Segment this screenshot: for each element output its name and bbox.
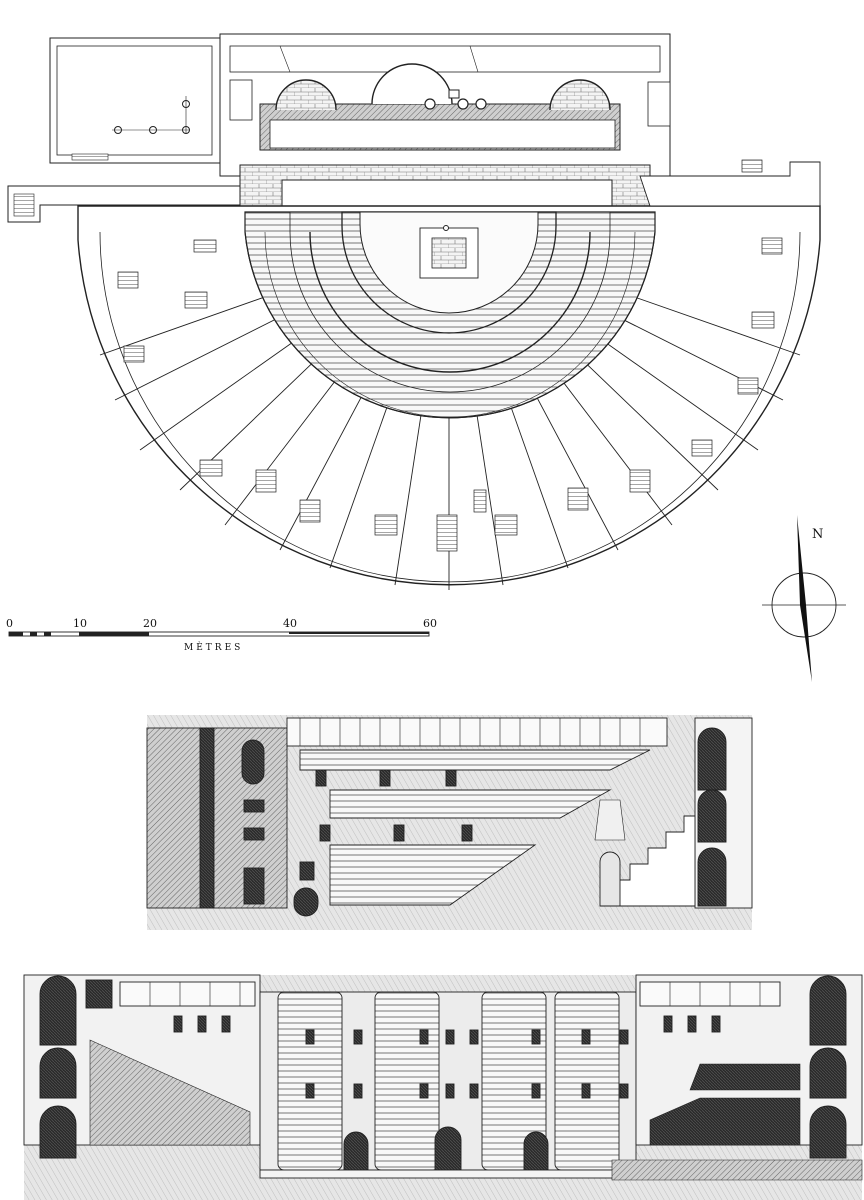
plan-annex-columns	[112, 96, 190, 134]
scale-bar-segment	[9, 632, 23, 636]
scale-bar-segment	[79, 632, 149, 636]
scale-tick-label: 0	[6, 617, 13, 630]
plan-stairways	[117, 159, 783, 552]
elevation-doorway-right	[523, 1131, 549, 1171]
section-upper-tier	[299, 749, 651, 771]
scale-unit-label: MÈTRES	[184, 641, 243, 653]
scale-bar-segment	[44, 632, 51, 636]
elevation-doorway-left	[343, 1131, 369, 1171]
plan-scaenae-frons	[259, 63, 621, 151]
scale-bar-segment	[30, 632, 37, 636]
stage-elevation	[23, 974, 863, 1200]
north-label: N	[812, 527, 823, 542]
north-arrow	[797, 515, 806, 605]
elevation-tower-2	[374, 991, 440, 1171]
scale-tick-label: 60	[423, 617, 437, 630]
scale-bar: 0 10 20 40 60 MÈTRES	[6, 617, 437, 653]
section-lower-tier	[329, 844, 537, 906]
south-arrow	[800, 605, 812, 682]
elevation-doorway-centre	[434, 1126, 462, 1171]
scale-tick-label: 10	[73, 617, 87, 630]
section-middle-tier	[329, 789, 612, 819]
elevation-tower-4	[554, 991, 620, 1171]
elevation-tower-1	[277, 991, 343, 1171]
plan-east-rooms	[639, 161, 821, 207]
scale-tick-label: 20	[143, 617, 157, 630]
section-portico	[286, 717, 668, 747]
section-east-stairs	[611, 815, 696, 907]
north-compass: N	[762, 515, 846, 682]
elevation-windows	[305, 1029, 629, 1099]
theatre-plan	[7, 33, 821, 590]
section-stage-wall	[146, 727, 288, 909]
scale-bar-segment	[289, 632, 429, 634]
cavea-section	[146, 715, 753, 930]
scale-tick-label: 40	[283, 617, 297, 630]
